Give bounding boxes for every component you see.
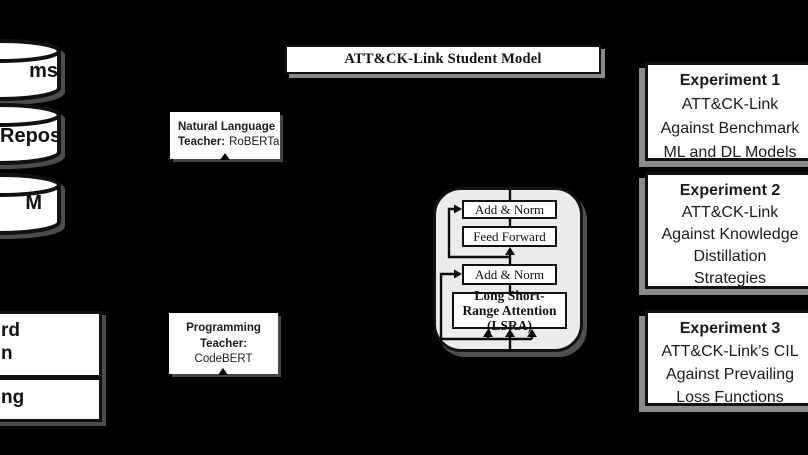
datasource-box-2: ng (0, 377, 102, 422)
datasource-label: M (25, 192, 42, 214)
programming-teacher-box: Programming Teacher: CodeBERT (169, 313, 278, 374)
feed-forward-layer: Feed Forward (462, 226, 557, 247)
experiment-1-box: Experiment 1 ATT&CK-Link Against Benchma… (645, 62, 808, 161)
teacher-line: Programming (186, 322, 261, 334)
database-icon (0, 103, 61, 165)
experiment-line: Against Benchmark (660, 120, 800, 137)
experiment-line: ML and DL Models (663, 144, 797, 161)
residual-connection-arrows (439, 190, 537, 349)
experiment-3-box: Experiment 3 ATT&CK-Link’s CIL Against P… (645, 310, 808, 406)
experiment-title: Experiment 1 (679, 72, 781, 89)
add-norm-bottom-layer: Add & Norm (462, 264, 557, 285)
lsra-attention-layer: Long Short-Range Attention (LSRA) (452, 288, 567, 333)
teacher-line: Teacher: (199, 337, 248, 350)
datasource-box-line: rd (1, 320, 20, 341)
arrowhead-icon (220, 105, 230, 112)
experiment-line: Loss Functions (676, 389, 784, 406)
datasource-box-1: rd n (0, 311, 102, 378)
add-norm-top-layer: Add & Norm (462, 200, 557, 219)
experiment-line: Against Knowledge (661, 226, 799, 243)
datasource-cylinder-3 (0, 172, 62, 236)
experiment-2-box: Experiment 2 ATT&CK-Link Against Knowled… (645, 172, 808, 289)
arrowhead-icon (218, 306, 228, 313)
experiment-line: Strategies (693, 270, 767, 287)
arrowhead-icon (218, 368, 228, 375)
database-icon (0, 39, 61, 101)
experiment-line: Distillation (693, 248, 767, 265)
teacher-model: CodeBERT (194, 353, 253, 365)
experiment-title: Experiment 3 (679, 320, 781, 337)
experiment-line: ATT&CK-Link (681, 96, 779, 113)
datasource-box-line: ng (1, 387, 25, 408)
natural-language-teacher-box: Natural Language Teacher:RoBERTa (170, 112, 280, 159)
teacher-label: Teacher: (178, 136, 226, 148)
database-icon (0, 173, 61, 235)
datasource-label: ms (29, 60, 58, 82)
datasource-label: Repos (0, 125, 62, 147)
teacher-line: Natural Language (178, 121, 276, 133)
student-transformer-block: Add & Norm Feed Forward Add & Norm Long … (433, 187, 583, 352)
experiment-line: ATT&CK-Link (681, 204, 779, 221)
datasource-box-line: n (1, 343, 13, 364)
experiment-line: ATT&CK-Link’s CIL (661, 343, 799, 360)
teacher-line: Teacher:RoBERTa (178, 135, 280, 150)
arrowhead-icon (220, 153, 230, 160)
teacher-model: RoBERTa (229, 136, 280, 148)
datasource-cylinder-1 (0, 38, 62, 102)
experiment-line: Against Prevailing (665, 366, 795, 383)
student-model-title: ATT&CK-Link Student Model (285, 45, 601, 74)
experiment-title: Experiment 2 (679, 182, 781, 199)
datasource-cylinder-2 (0, 102, 62, 166)
